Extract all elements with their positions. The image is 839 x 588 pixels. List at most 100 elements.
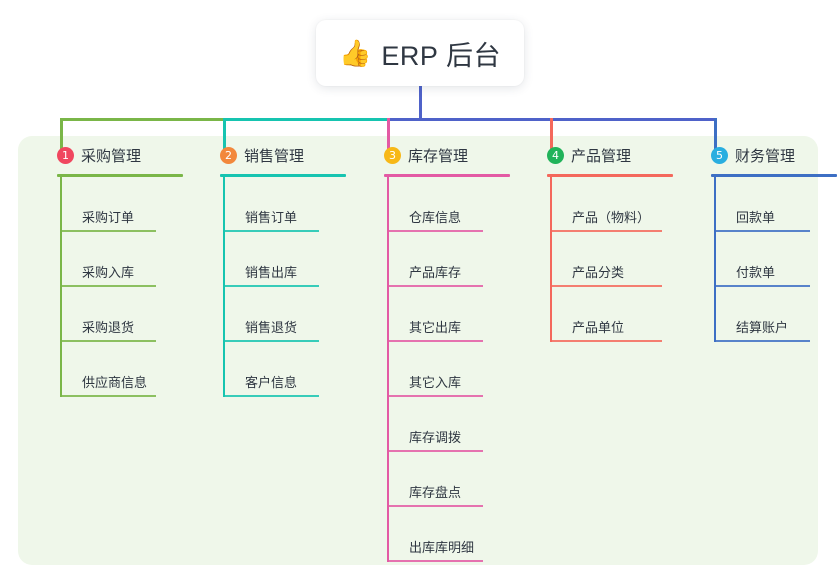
- branch-spine: [223, 177, 225, 397]
- branch-item-label: 产品库存: [409, 265, 462, 280]
- branch-items: 产品（物料） 产品分类产品单位: [550, 177, 693, 342]
- branch-item-underline: [60, 285, 156, 287]
- branch-item[interactable]: 库存调拨: [387, 397, 530, 452]
- branch-header-5[interactable]: 5 财务管理: [692, 136, 839, 174]
- branch-spine: [714, 177, 716, 342]
- branch-item-underline: [550, 285, 662, 287]
- thumbs-up-icon: 👍: [339, 38, 372, 68]
- branch-item-underline: [60, 230, 156, 232]
- branch-item-underline: [387, 340, 483, 342]
- branch-number-badge: 2: [220, 146, 237, 164]
- branch-item[interactable]: 仓库信息: [387, 177, 530, 232]
- branch-item[interactable]: 客户信息: [223, 342, 366, 397]
- connector-bus-segment-teal: [223, 118, 389, 121]
- branch-item-underline: [223, 395, 319, 397]
- branch-number-badge: 5: [711, 146, 728, 164]
- branch-item-label: 销售出库: [245, 265, 298, 280]
- branch-item[interactable]: 产品（物料）: [550, 177, 693, 232]
- branch-item-underline: [550, 230, 662, 232]
- branch-title: 产品管理: [571, 147, 632, 165]
- branch-item-underline: [387, 505, 483, 507]
- root-node-label: ERP 后台: [381, 40, 501, 71]
- branch-item-underline: [387, 450, 483, 452]
- branch-item-underline: [714, 340, 810, 342]
- branch-title: 采购管理: [81, 147, 142, 165]
- branch-item-underline: [387, 230, 483, 232]
- branch-header-2[interactable]: 2 销售管理: [201, 136, 366, 174]
- branch-items: 采购订单采购入库采购退货供应商信息: [60, 177, 203, 397]
- branch-item[interactable]: 其它入库: [387, 342, 530, 397]
- branch-item[interactable]: 采购退货: [60, 287, 203, 342]
- branch-title: 财务管理: [735, 147, 796, 165]
- branch-underline: [711, 174, 837, 177]
- branch-item-label: 采购入库: [82, 265, 135, 280]
- branch-spine: [550, 177, 552, 342]
- branch-item-underline: [714, 285, 810, 287]
- root-node[interactable]: 👍 ERP 后台: [316, 20, 524, 86]
- connector-bus-segment-green: [60, 118, 225, 121]
- branch-item[interactable]: 其它出库: [387, 287, 530, 342]
- branch-item-label: 销售退货: [245, 320, 298, 335]
- branch-items: 回款单付款单结算账户: [714, 177, 839, 342]
- branch-item[interactable]: 库存盘点: [387, 452, 530, 507]
- branch-underline: [384, 174, 510, 177]
- branch-item-label: 采购订单: [82, 210, 135, 225]
- branch-item-underline: [223, 285, 319, 287]
- branch-item-label: 付款单: [736, 265, 776, 280]
- branch-item-label: 供应商信息: [82, 375, 148, 390]
- branch-header-4[interactable]: 4 产品管理: [528, 136, 693, 174]
- branch-number-badge: 3: [384, 146, 401, 164]
- branch-item-label: 库存调拨: [409, 430, 462, 445]
- branch-spine: [60, 177, 62, 397]
- branch-item-label: 产品单位: [572, 320, 625, 335]
- branch-item[interactable]: 产品库存: [387, 232, 530, 287]
- branch-item[interactable]: 回款单: [714, 177, 839, 232]
- branch-item[interactable]: 出库库明细: [387, 507, 530, 562]
- branch-item[interactable]: 销售退货: [223, 287, 366, 342]
- connector-root-stem: [419, 86, 422, 121]
- branch-item-label: 其它出库: [409, 320, 462, 335]
- branch-item-label: 其它入库: [409, 375, 462, 390]
- branch-item[interactable]: 付款单: [714, 232, 839, 287]
- branch-item-underline: [223, 340, 319, 342]
- branch-item[interactable]: 销售出库: [223, 232, 366, 287]
- branch-item-underline: [223, 230, 319, 232]
- diagram-panel-background: [18, 136, 818, 565]
- branch-title: 销售管理: [244, 147, 305, 165]
- branch-column-5: 5 财务管理回款单付款单结算账户: [692, 136, 839, 342]
- branch-item[interactable]: 产品分类: [550, 232, 693, 287]
- branch-item-underline: [387, 395, 483, 397]
- branch-items: 仓库信息产品库存其它出库其它入库库存调拨库存盘点出库库明细: [387, 177, 530, 562]
- branch-item-label: 出库库明细: [409, 540, 475, 555]
- branch-item[interactable]: 采购入库: [60, 232, 203, 287]
- branch-item-underline: [550, 340, 662, 342]
- branch-item[interactable]: 供应商信息: [60, 342, 203, 397]
- connector-bus-segment-blue: [387, 118, 716, 121]
- branch-underline: [547, 174, 673, 177]
- branch-column-4: 4 产品管理产品（物料） 产品分类产品单位: [528, 136, 693, 342]
- branch-spine: [387, 177, 389, 562]
- branch-item-label: 产品分类: [572, 265, 625, 280]
- branch-number-badge: 4: [547, 146, 564, 164]
- branch-item-label: 库存盘点: [409, 485, 462, 500]
- branch-item-underline: [714, 230, 810, 232]
- branch-item[interactable]: 产品单位: [550, 287, 693, 342]
- branch-item-label: 结算账户: [736, 320, 789, 335]
- branch-item-label: 回款单: [736, 210, 776, 225]
- branch-item-underline: [387, 560, 483, 562]
- branch-item-label: 客户信息: [245, 375, 298, 390]
- branch-item-underline: [60, 395, 156, 397]
- branch-underline: [220, 174, 346, 177]
- branch-item[interactable]: 结算账户: [714, 287, 839, 342]
- branch-item[interactable]: 采购订单: [60, 177, 203, 232]
- branch-item-label: 产品（物料）: [572, 210, 651, 225]
- branch-item-underline: [60, 340, 156, 342]
- branch-item-label: 销售订单: [245, 210, 298, 225]
- branch-column-2: 2 销售管理销售订单销售出库销售退货客户信息: [201, 136, 366, 397]
- branch-item[interactable]: 销售订单: [223, 177, 366, 232]
